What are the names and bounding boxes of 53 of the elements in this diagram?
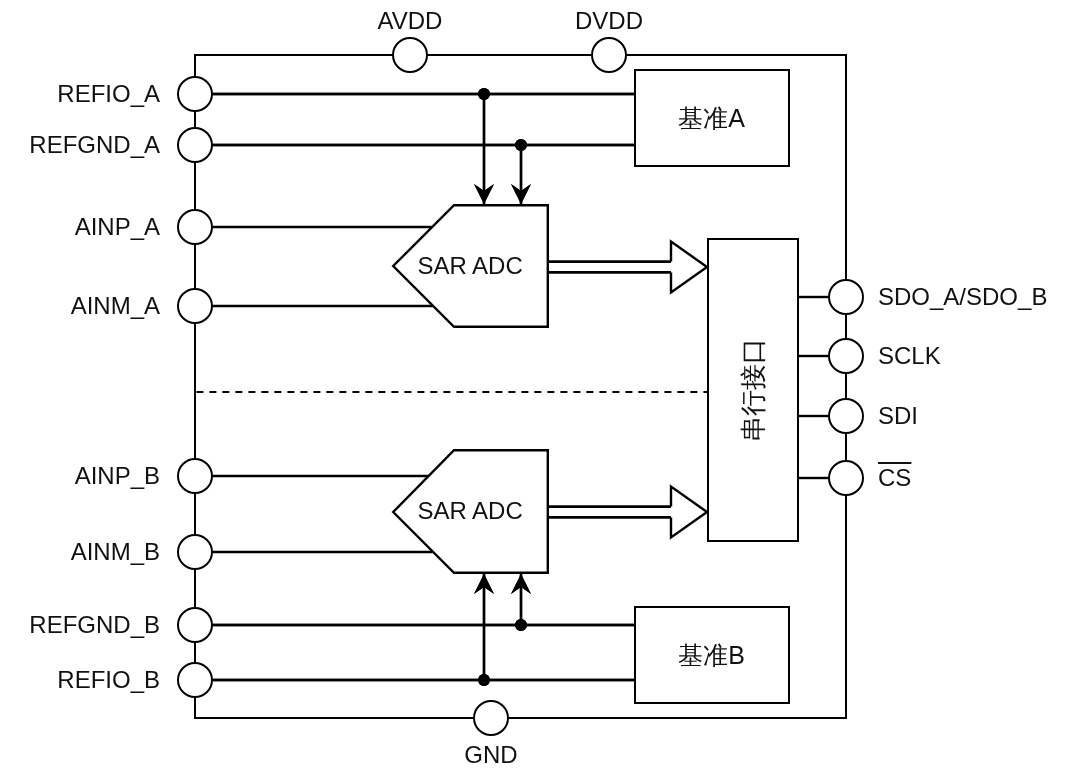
pin-label: AINM_A [70,292,160,320]
pin-label: AINP_B [74,462,160,490]
interface-block [706,237,799,542]
connector-line [799,295,829,299]
connector-line [212,225,432,229]
adc-block [391,203,549,328]
pin-circle [591,37,627,73]
pin-label: AVDD [377,7,443,35]
pin-label: CS [878,464,912,492]
pin-label: GND [464,741,518,769]
connector-line [799,414,829,418]
connector-line [212,474,428,478]
pin-label: REFGND_B [29,611,160,639]
adc-block [391,448,549,574]
block-label: 基准A [678,103,745,132]
pin-circle [177,288,213,324]
pin-circle [177,127,213,163]
arrow [474,88,634,204]
block-label: 串行接口 [738,337,767,442]
pin-circle [828,338,864,374]
pin-label: SCLK [878,342,941,370]
pin-label: SDO_A/SDO_B [878,283,1048,311]
pin-circle [177,458,213,494]
block-label: 基准B [678,640,745,669]
pin-circle [828,460,864,496]
connector-line [799,476,829,480]
pin-circle [828,279,864,315]
pin-label: AINM_B [70,538,160,566]
pin-circle [177,209,213,245]
pin-label: REFGND_A [29,131,160,159]
pin-label: REFIO_A [57,80,160,108]
pin-circle [177,76,213,112]
pin-circle [392,37,428,73]
arrow [474,574,634,686]
connector-line [799,354,829,358]
pin-circle [177,534,213,570]
block-label: SAR ADC [417,251,523,280]
connector-line [212,304,433,308]
block-label: SAR ADC [417,497,523,526]
reference-block [633,68,790,167]
pin-circle [177,662,213,698]
reference-block [633,605,790,704]
pin-circle [177,607,213,643]
pin-circle [828,398,864,434]
arrow [511,574,634,631]
pin-label: REFIO_B [57,666,160,694]
pin-label: SDI [878,402,918,430]
connector-line [212,550,433,554]
pin-circle [473,700,509,736]
pin-label: DVDD [575,7,643,35]
pin-label: AINP_A [74,213,160,241]
chip-outline [194,54,847,719]
arrow [511,139,634,204]
